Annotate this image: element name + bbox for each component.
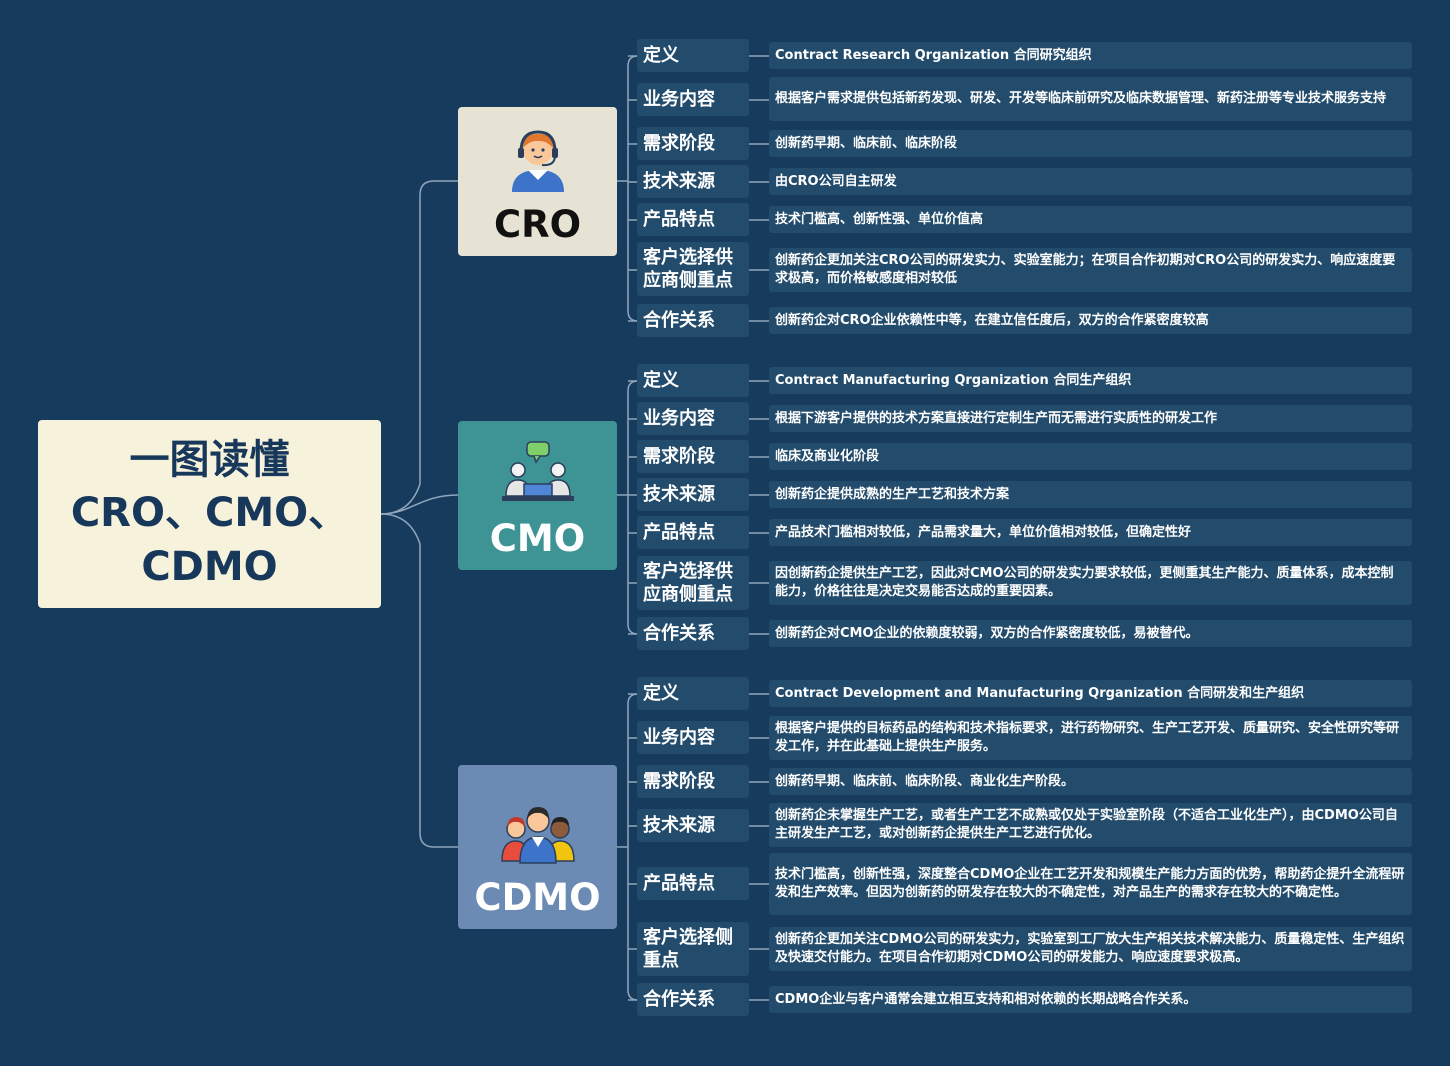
cro-label-tech-source: 技术来源 <box>637 165 749 198</box>
connector-spine-cmo <box>627 380 639 635</box>
connector-root-cdmo <box>380 513 458 848</box>
cmo-label-product: 产品特点 <box>637 516 749 549</box>
root-title-line-3: CDMO <box>141 544 278 590</box>
cdmo-value-business: 根据客户提供的目标药品的结构和技术指标要求，进行药物研究、生产工艺开发、质量研究… <box>769 716 1412 760</box>
cmo-value-stage: 临床及商业化阶段 <box>769 443 1412 470</box>
cro-label-business: 业务内容 <box>637 83 749 116</box>
connector-root-cro <box>380 180 458 515</box>
cmo-label-business: 业务内容 <box>637 402 749 435</box>
root-title-line-1: 一图读懂 <box>129 437 290 483</box>
connector-spine-cdmo <box>627 693 639 1001</box>
headset-agent-icon <box>511 130 564 192</box>
cmo-value-definition: Contract Manufacturing Qrganization 合同生产… <box>769 367 1412 394</box>
branch-title-cmo: CMO <box>489 517 586 560</box>
cmo-value-business: 根据下游客户提供的技术方案直接进行定制生产而无需进行实质性的研发工作 <box>769 405 1412 432</box>
connector-root-cmo <box>380 494 459 515</box>
cmo-label-customer-focus: 客户选择供应商侧重点 <box>637 556 749 610</box>
cro-value-cooperation: 创新药企对CRO企业依赖性中等，在建立信任度后，双方的合作紧密度较高 <box>769 307 1412 334</box>
cdmo-label-stage: 需求阶段 <box>637 765 749 798</box>
branch-node-cmo: CMO <box>458 421 617 570</box>
cro-label-definition: 定义 <box>637 39 749 72</box>
cmo-value-cooperation: 创新药企对CMO企业的依赖度较弱，双方的合作紧密度较低，易被替代。 <box>769 620 1412 647</box>
cdmo-label-cooperation: 合作关系 <box>637 983 749 1016</box>
cro-value-product: 技术门槛高、创新性强、单位价值高 <box>769 206 1412 233</box>
team-people-icon <box>500 807 575 864</box>
cro-value-stage: 创新药早期、临床前、临床阶段 <box>769 130 1412 157</box>
cro-label-stage: 需求阶段 <box>637 127 749 160</box>
cro-value-business: 根据客户需求提供包括新药发现、研发、开发等临床前研究及临床数据管理、新药注册等专… <box>769 77 1412 121</box>
cro-label-customer-focus: 客户选择供应商侧重点 <box>637 242 749 296</box>
connector-spine-cro <box>627 55 639 322</box>
cdmo-label-product: 产品特点 <box>637 867 749 900</box>
cdmo-value-definition: Contract Development and Manufacturing Q… <box>769 680 1412 707</box>
cmo-label-definition: 定义 <box>637 364 749 397</box>
meeting-chat-icon <box>501 441 574 501</box>
cro-value-definition: Contract Research Qrganization 合同研究组织 <box>769 42 1412 69</box>
cmo-value-customer-focus: 因创新药企提供生产工艺，因此对CMO公司的研发实力要求较低，更侧重其生产能力、质… <box>769 561 1412 605</box>
cdmo-value-product: 技术门槛高，创新性强，深度整合CDMO企业在工艺开发和规模生产能力方面的优势，帮… <box>769 853 1412 915</box>
cro-label-product: 产品特点 <box>637 203 749 236</box>
cmo-label-cooperation: 合作关系 <box>637 617 749 650</box>
cdmo-label-business: 业务内容 <box>637 721 749 754</box>
cdmo-value-customer-focus: 创新药企更加关注CDMO公司的研发实力，实验室到工厂放大生产相关技术解决能力、质… <box>769 927 1412 971</box>
cdmo-value-tech-source: 创新药企未掌握生产工艺，或者生产工艺不成熟或仅处于实验室阶段（不适合工业化生产）… <box>769 803 1412 847</box>
cdmo-label-tech-source: 技术来源 <box>637 809 749 842</box>
cro-value-customer-focus: 创新药企更加关注CRO公司的研发实力、实验室能力；在项目合作初期对CRO公司的研… <box>769 248 1412 292</box>
cdmo-value-stage: 创新药早期、临床前、临床阶段、商业化生产阶段。 <box>769 768 1412 795</box>
cdmo-label-definition: 定义 <box>637 677 749 710</box>
branch-title-cdmo: CDMO <box>474 876 601 919</box>
cdmo-label-customer-focus: 客户选择侧重点 <box>637 922 749 976</box>
root-title-line-2: CRO、CMO、 <box>70 490 349 536</box>
branch-node-cdmo: CDMO <box>458 765 617 929</box>
branch-title-cro: CRO <box>493 203 582 246</box>
cmo-value-product: 产品技术门槛相对较低，产品需求量大，单位价值相对较低，但确定性好 <box>769 519 1412 546</box>
cro-value-tech-source: 由CRO公司自主研发 <box>769 168 1412 195</box>
cmo-label-tech-source: 技术来源 <box>637 478 749 511</box>
cmo-value-tech-source: 创新药企提供成熟的生产工艺和技术方案 <box>769 481 1412 508</box>
branch-node-cro: CRO <box>458 107 617 256</box>
cdmo-value-cooperation: CDMO企业与客户通常会建立相互支持和相对依赖的长期战略合作关系。 <box>769 986 1412 1013</box>
cro-label-cooperation: 合作关系 <box>637 304 749 337</box>
root-title-box: 一图读懂 CRO、CMO、 CDMO <box>38 420 381 608</box>
cmo-label-stage: 需求阶段 <box>637 440 749 473</box>
